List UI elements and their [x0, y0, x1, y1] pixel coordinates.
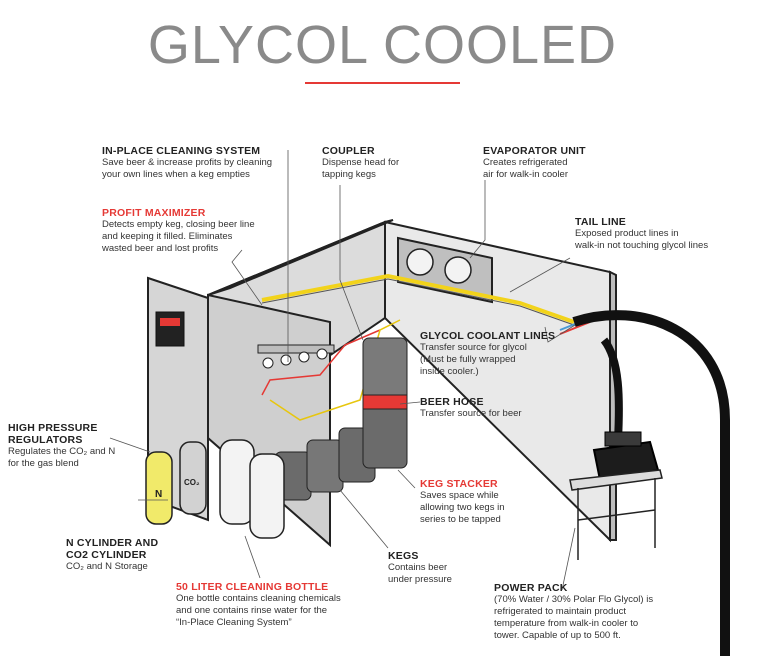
label-cylinders: N CYLINDER AND CO2 CYLINDER CO₂ and N St… — [66, 537, 159, 572]
side-wall-top — [207, 219, 394, 296]
label-profit-maximizer: PROFIT MAXIMIZER Detects empty keg, clos… — [102, 207, 255, 254]
faucet-manifold — [257, 344, 335, 369]
stand-shelf — [577, 509, 656, 521]
n-tank-label: N — [155, 489, 162, 500]
glycol-line-shadow — [261, 278, 575, 326]
label-cleaning-system: IN-PLACE CLEANING SYSTEM Save beer & inc… — [102, 145, 273, 180]
label-tail-line: TAIL LINE Exposed product lines in walk-… — [575, 216, 709, 251]
cleaning-bottles — [219, 439, 285, 539]
evaporator-fan-1 — [406, 248, 434, 276]
evaporator-fan-2 — [444, 256, 472, 284]
regulator-box-label — [160, 318, 180, 326]
label-glycol-lines: GLYCOL COOLANT LINES Transfer source for… — [420, 330, 556, 377]
label-coupler: COUPLER Dispense head for tapping kegs — [322, 145, 400, 180]
n-cylinder — [145, 451, 173, 525]
title-underline — [305, 82, 460, 84]
glycol-drop-line — [600, 337, 623, 441]
co2-tank-label: CO₂ — [184, 478, 200, 487]
beer-hose-red — [261, 329, 381, 396]
label-kegs: KEGS Contains beer under pressure — [388, 550, 452, 585]
label-evaporator: EVAPORATOR UNIT Creates refrigerated air… — [483, 145, 586, 180]
co2-cylinder — [179, 441, 207, 515]
power-pack-stand — [569, 469, 663, 491]
power-pack-top — [604, 431, 642, 447]
label-high-pressure: HIGH PRESSURE REGULATORS Regulates the C… — [8, 422, 116, 469]
gas-cylinders — [145, 441, 207, 525]
label-power-pack: POWER PACK (70% Water / 30% Polar Flo Gl… — [494, 582, 654, 641]
keg-stacker — [362, 337, 408, 469]
page-title: GLYCOL COOLED — [147, 15, 618, 75]
regulator-box — [155, 311, 185, 347]
label-beer-hose: BEER HOSE Transfer source for beer — [420, 396, 522, 419]
leader-lines — [109, 150, 576, 591]
label-cleaning-bottle: 50 LITER CLEANING BOTTLE One bottle cont… — [176, 581, 341, 628]
glycol-line — [261, 273, 575, 324]
beer-hose-yellow — [269, 319, 401, 421]
label-keg-stacker: KEG STACKER Saves space while allowing t… — [420, 478, 505, 525]
glycol-trunk-line — [572, 310, 730, 656]
tail-line-red — [559, 321, 591, 335]
